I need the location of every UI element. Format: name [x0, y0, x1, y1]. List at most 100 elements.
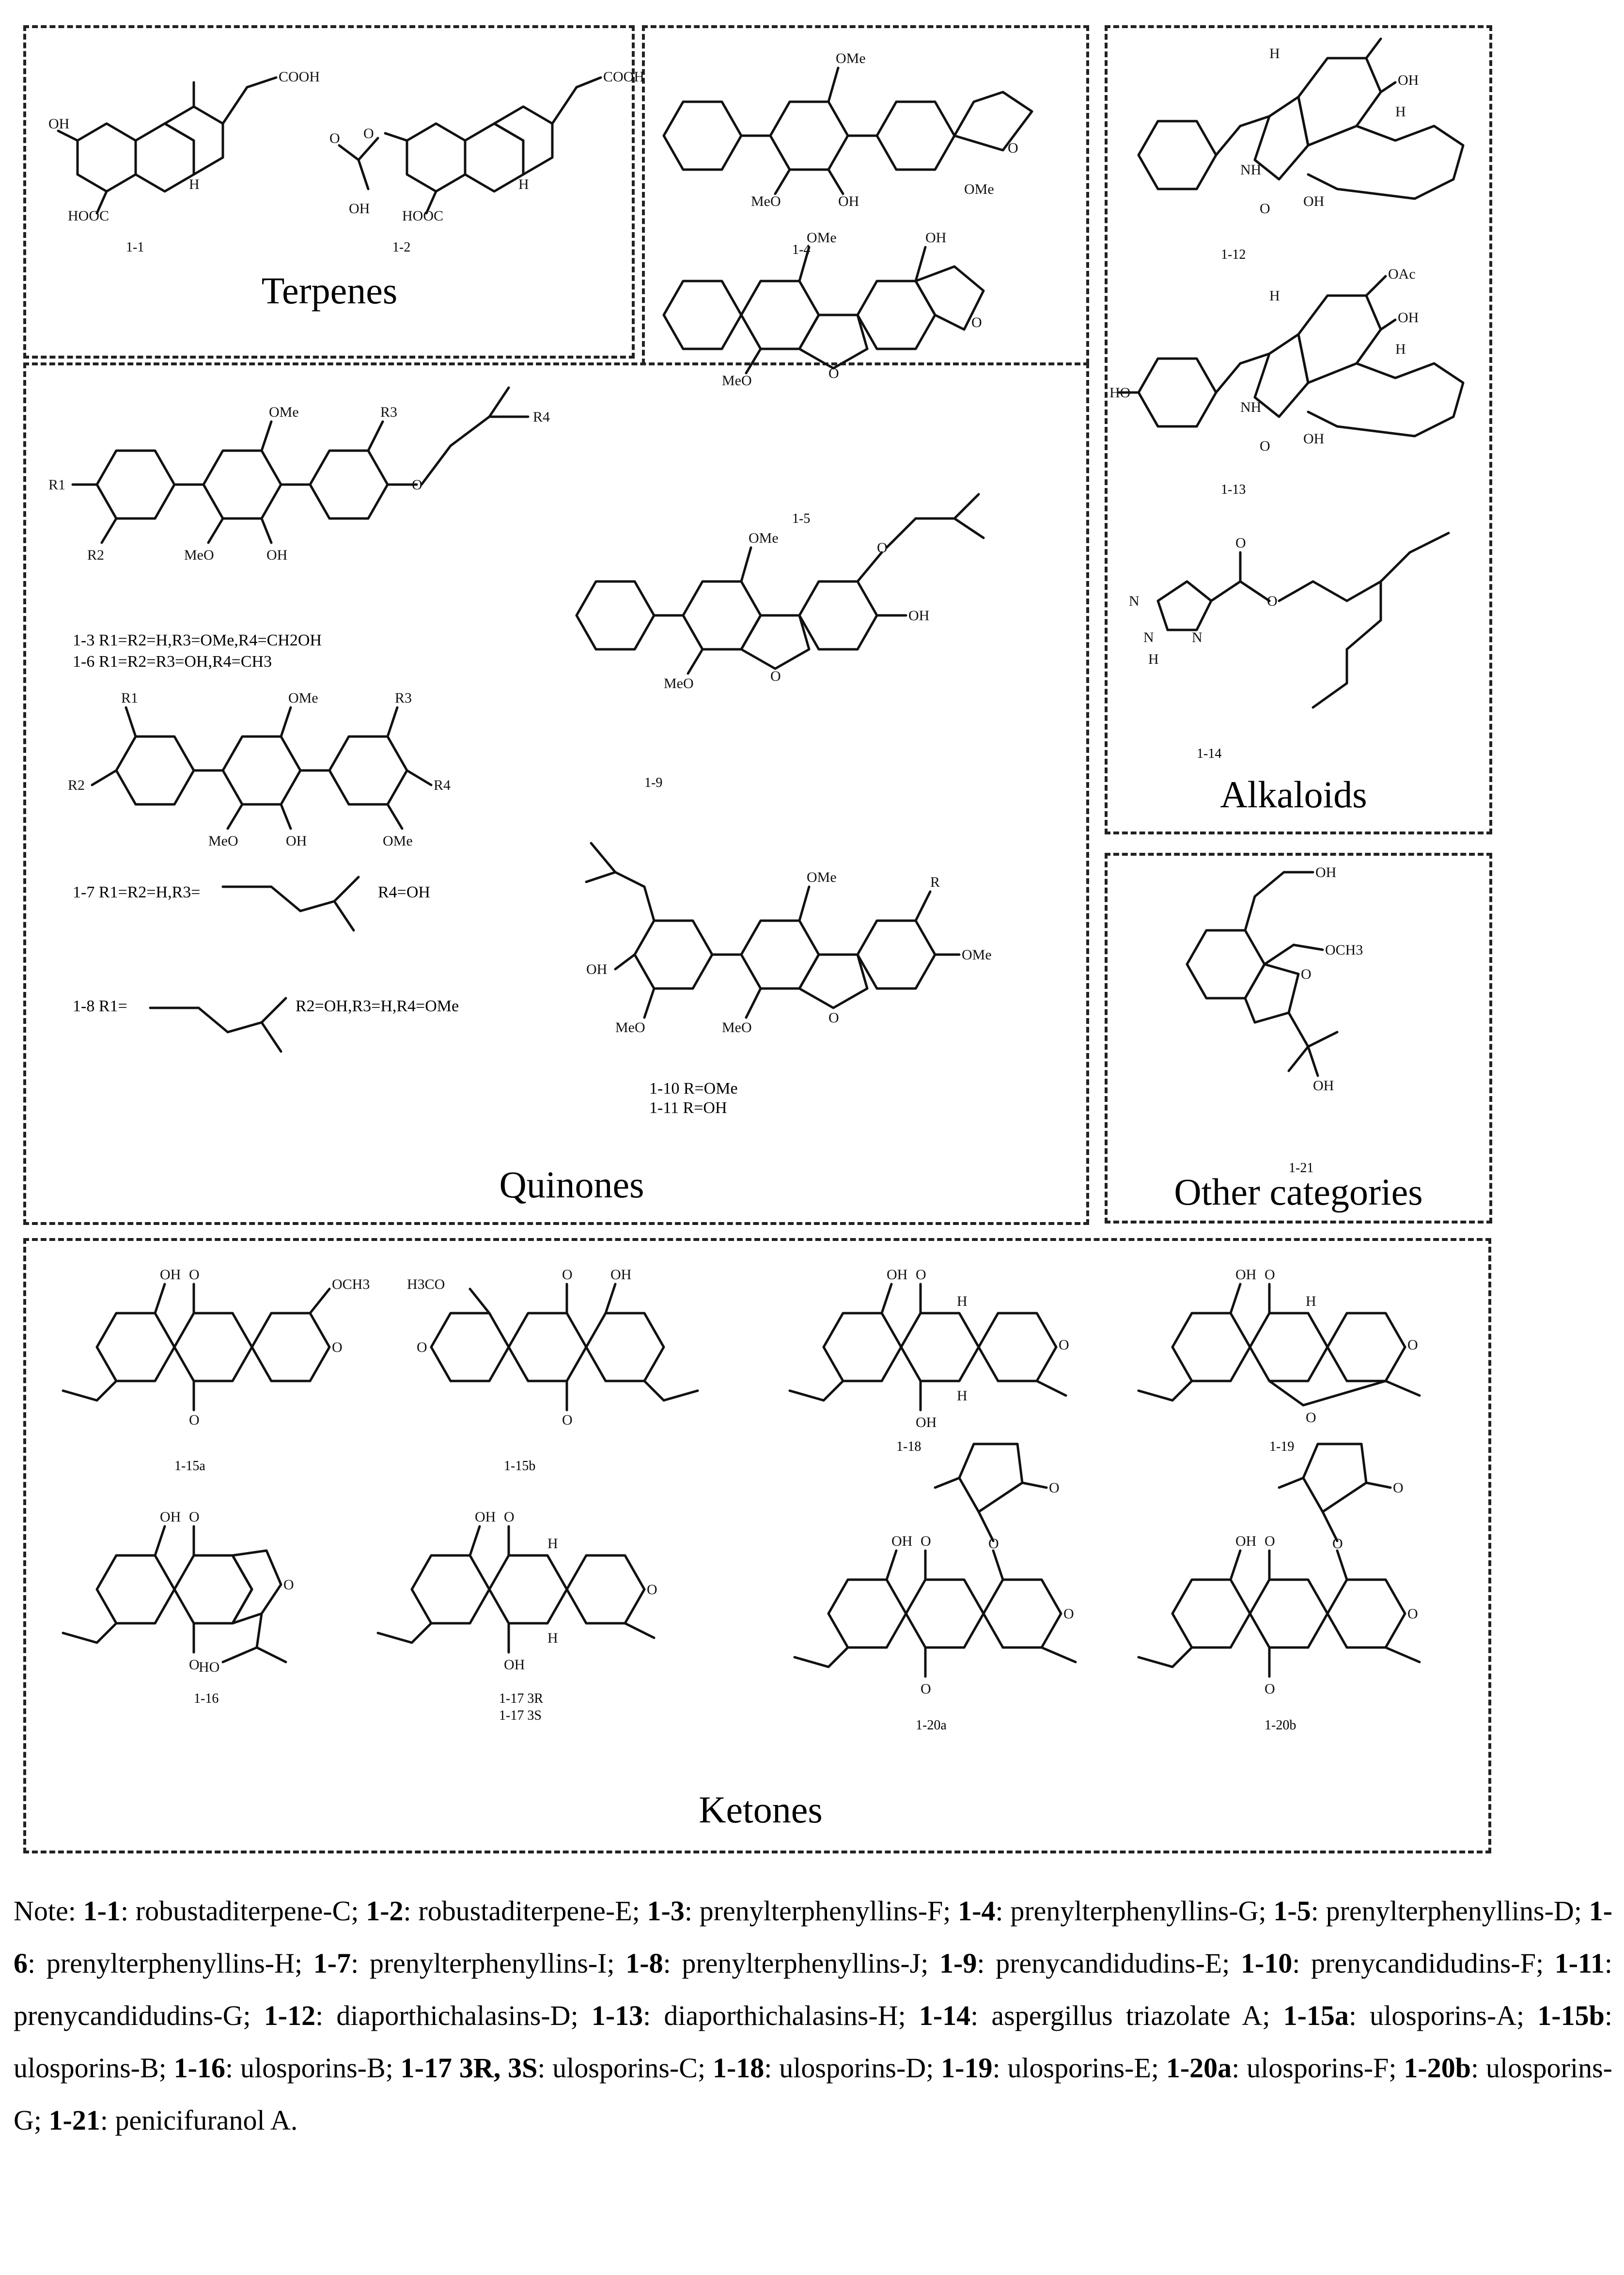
svg-text:OH: OH	[504, 1657, 525, 1673]
compound-label-1-13: 1-13	[1221, 482, 1246, 497]
svg-text:NH: NH	[1240, 399, 1261, 415]
prenyl-1-7	[221, 876, 360, 932]
svg-text:OH: OH	[1398, 310, 1419, 326]
svg-text:MeO: MeO	[208, 833, 238, 849]
svg-text:OCH3: OCH3	[332, 1276, 370, 1292]
note-compound-name: : ulosporins-F;	[1232, 2052, 1404, 2084]
note-compound-name: : ulosporins-G;	[14, 2052, 1612, 2136]
structure-1-13: OAc HO H OH H NH O OH	[1109, 266, 1465, 454]
svg-text:OH: OH	[1235, 1267, 1256, 1283]
svg-text:OH: OH	[48, 116, 69, 132]
note-compound-name: : robustaditerpene-C;	[120, 1895, 366, 1927]
note-compound-id: 1-1	[83, 1895, 121, 1927]
svg-text:OH: OH	[610, 1267, 631, 1283]
svg-text:O: O	[1265, 1533, 1275, 1549]
compound-label-1-6: 1-6 R1=R2=R3=OH,R4=CH3	[73, 653, 272, 671]
svg-text:R: R	[930, 874, 940, 890]
compound-label-1-20b: 1-20b	[1265, 1718, 1296, 1733]
note-compound-name: : prenycandidudins-F;	[1292, 1947, 1555, 1979]
svg-text:OH: OH	[475, 1509, 496, 1525]
svg-text:O: O	[1407, 1606, 1418, 1622]
svg-text:OMe: OMe	[962, 947, 992, 963]
note-compound-name: : prenylterphenyllins-J;	[663, 1947, 939, 1979]
note-compound-name: : aspergillus triazolate A;	[970, 2000, 1283, 2031]
note-compound-id: 1-4	[958, 1895, 996, 1927]
terpenes-panel	[23, 25, 635, 359]
svg-text:O: O	[828, 1010, 839, 1026]
svg-text:OH: OH	[349, 201, 370, 217]
svg-text:O: O	[828, 365, 839, 381]
svg-text:HO: HO	[1109, 385, 1130, 401]
svg-text:H: H	[547, 1536, 558, 1552]
terpenes-title: Terpenes	[261, 269, 398, 312]
compound-label-1-17-3s: 1-17 3S	[499, 1708, 542, 1723]
svg-text:O: O	[189, 1509, 200, 1525]
svg-text:OH: OH	[908, 608, 929, 624]
other-categories-title: Other categories	[1174, 1171, 1423, 1213]
note-prefix: Note:	[14, 1895, 83, 1927]
svg-text:R4: R4	[533, 409, 550, 425]
note-compound-name: : prenylterphenyllins-F;	[684, 1895, 958, 1927]
svg-text:H: H	[518, 176, 529, 192]
note-compound-id: 1-12	[264, 2000, 316, 2031]
structure-1-4: OMe MeO OH O OMe	[662, 50, 1033, 209]
svg-text:R2: R2	[68, 777, 85, 793]
compound-label-1-16: 1-16	[194, 1691, 219, 1706]
svg-text:MeO: MeO	[751, 193, 781, 209]
compound-label-1-8: 1-8 R1=	[73, 997, 127, 1015]
note-compound-id: 1-5	[1273, 1895, 1311, 1927]
structure-1-10-1-11: OH MeO OMe MeO O R OMe	[585, 842, 992, 1036]
note-compound-id: 1-13	[591, 2000, 643, 2031]
compound-label-1-17-3r: 1-17 3R	[499, 1691, 543, 1706]
svg-text:O: O	[1260, 201, 1270, 217]
svg-text:R2: R2	[87, 547, 104, 563]
svg-text:O: O	[189, 1267, 200, 1283]
prenyl-1-8	[149, 997, 287, 1053]
svg-text:R4: R4	[434, 777, 451, 793]
svg-text:O: O	[921, 1533, 931, 1549]
svg-text:OH: OH	[887, 1267, 907, 1283]
svg-text:O: O	[770, 668, 781, 684]
svg-text:HOOC: HOOC	[402, 208, 443, 224]
compound-label-1-5: 1-5	[792, 511, 811, 526]
note-compound-id: 1-20b	[1404, 2052, 1471, 2084]
svg-text:O: O	[283, 1577, 294, 1593]
svg-text:H: H	[189, 176, 200, 192]
svg-text:R1: R1	[48, 477, 65, 493]
svg-text:OH: OH	[916, 1414, 937, 1430]
compound-label-1-1: 1-1	[126, 240, 144, 255]
svg-text:OMe: OMe	[964, 181, 994, 197]
svg-text:N: N	[1143, 629, 1154, 645]
compound-label-1-15a: 1-15a	[174, 1459, 205, 1474]
structure-1-18: OH O OH H H O	[788, 1267, 1069, 1430]
compound-label-1-15b: 1-15b	[504, 1459, 536, 1474]
svg-text:O: O	[417, 1339, 427, 1355]
svg-text:OMe: OMe	[807, 230, 837, 246]
compound-label-1-20a: 1-20a	[916, 1718, 947, 1733]
note-compound-name: : prenycandidudins-G;	[14, 1947, 1612, 2031]
svg-text:H: H	[1148, 651, 1159, 667]
structure-1-5: OMe OH MeO O O	[662, 230, 985, 389]
svg-text:H3CO: H3CO	[407, 1276, 445, 1292]
compound-label-1-14: 1-14	[1197, 746, 1222, 761]
svg-text:OH: OH	[1398, 72, 1419, 88]
structure-1-7-1-8: OMe MeO OH R1 R2 R3 R4 OMe	[68, 690, 451, 849]
note-compound-name: : ulosporins-B;	[225, 2052, 401, 2084]
quinones-upper-panel	[642, 25, 1089, 364]
svg-text:HO: HO	[199, 1659, 219, 1675]
note-compound-id: 1-15a	[1283, 2000, 1349, 2031]
svg-text:OH: OH	[1303, 193, 1324, 209]
svg-text:O: O	[1301, 966, 1312, 982]
svg-text:OH: OH	[160, 1267, 181, 1283]
structure-1-20a: OH O O O O O	[793, 1443, 1077, 1697]
svg-text:O: O	[1267, 593, 1278, 609]
compound-label-1-2: 1-2	[392, 240, 411, 255]
structure-1-15a: OH O O OCH3 O	[62, 1267, 370, 1428]
alkaloids-panel	[1105, 25, 1492, 834]
svg-text:OH: OH	[1313, 1078, 1334, 1094]
note-compound-name: : diaporthichalasins-D;	[315, 2000, 592, 2031]
svg-text:N: N	[1192, 629, 1202, 645]
compound-label-1-21: 1-21	[1289, 1161, 1314, 1176]
structure-1-1: OH COOH HOOC H	[48, 69, 320, 224]
svg-text:O: O	[412, 477, 422, 493]
